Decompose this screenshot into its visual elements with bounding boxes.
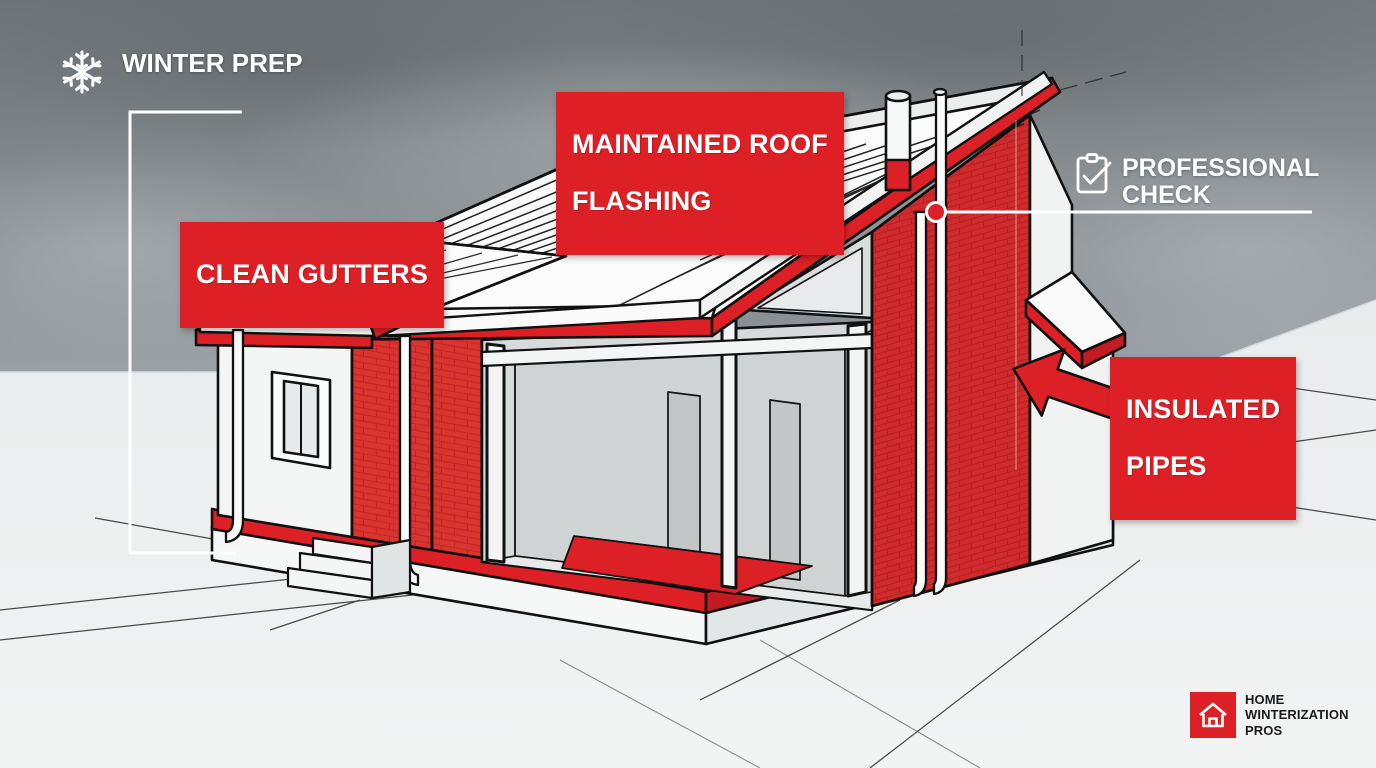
pro-check-line-2: CHECK (1122, 180, 1211, 209)
house-icon (1190, 692, 1236, 738)
callout-line-1: CLEAN GUTTERS (196, 258, 429, 289)
callout-line-2: PIPES (1126, 450, 1207, 481)
professional-check-leader (925, 201, 1312, 223)
winter-prep-line-1: WINTER (122, 48, 225, 78)
winter-prep-label: WINTER PREP (122, 48, 303, 78)
professional-check-label: PROFESSIONAL CHECK (1122, 155, 1376, 208)
chimney (884, 89, 912, 192)
brand-lockup[interactable]: HOME WINTERIZATION PROS (1190, 692, 1349, 738)
callout-line-1: MAINTAINED ROOF (572, 128, 828, 159)
callout-line-1: INSULATED (1126, 393, 1281, 424)
clipboard-check-icon (1074, 152, 1116, 201)
winter-prep-bracket (128, 110, 242, 555)
winter-prep-line-2: PREP (231, 48, 303, 78)
callout-maintained-roof-flashing[interactable]: MAINTAINED ROOF FLASHING (556, 92, 844, 256)
entry-steps (286, 536, 412, 600)
snowflake-icon (58, 48, 106, 101)
pro-check-line-1: PROFESSIONAL (1122, 154, 1319, 182)
window-left (270, 370, 332, 470)
callout-clean-gutters[interactable]: CLEAN GUTTERS (180, 222, 445, 328)
brand-name: HOME WINTERIZATION PROS (1245, 692, 1349, 738)
callout-line-2: FLASHING (572, 185, 712, 216)
callout-insulated-pipes[interactable]: INSULATED PIPES (1110, 357, 1297, 521)
construction-lines (559, 30, 1127, 768)
